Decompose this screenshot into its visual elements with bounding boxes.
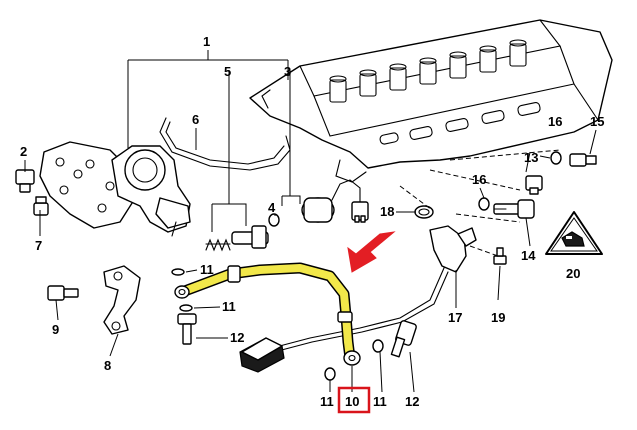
sealing-ring-part-11-top xyxy=(171,268,185,276)
callout-4: 4 xyxy=(268,200,276,215)
bolt-part-9 xyxy=(47,285,79,301)
oil-pipe-part-10 xyxy=(174,262,361,366)
sensor-cable-part-17 xyxy=(271,267,445,349)
o-ring-part-18 xyxy=(414,205,434,219)
callout-17: 17 xyxy=(448,310,462,325)
cylinder-head xyxy=(249,19,613,183)
pointer-arrow xyxy=(347,231,396,273)
spring-part-5 xyxy=(205,238,231,252)
callout-11-mid: 11 xyxy=(222,299,236,314)
callout-16-top: 16 xyxy=(548,114,562,129)
plug-part-13 xyxy=(525,175,543,195)
connector-plug xyxy=(239,337,285,373)
solenoid-valve-part-3 xyxy=(301,179,369,223)
vanos-warning-triangle-icon xyxy=(545,211,603,255)
highlight-box-part-10 xyxy=(337,386,371,414)
timing-cover-bracket xyxy=(39,141,135,229)
gasket-part-6 xyxy=(159,117,291,171)
sensor-part-14 xyxy=(493,199,535,219)
sensor-part-17 xyxy=(429,225,477,273)
callout-20: 20 xyxy=(566,266,580,281)
callout-13: 13 xyxy=(524,150,538,165)
callout-6: 6 xyxy=(192,112,199,127)
callout-12-left: 12 xyxy=(230,330,244,345)
callout-15: 15 xyxy=(590,114,604,129)
hollow-bolt-part-12-left xyxy=(177,313,197,345)
callout-12-right: 12 xyxy=(405,394,419,409)
callout-19: 19 xyxy=(491,310,505,325)
callout-numbers: 1 2 3 4 5 6 7 8 9 10 11 11 11 11 12 12 1… xyxy=(20,34,604,409)
bracket-part-8 xyxy=(103,265,141,335)
screw-plug-part-15 xyxy=(569,153,597,167)
hollow-bolt-part-12-right xyxy=(390,320,417,358)
bolt-part-2 xyxy=(15,169,35,193)
sealing-ring-part-11-low-right xyxy=(372,339,384,353)
gasket-part-16-bottom xyxy=(478,197,490,211)
callout-1: 1 xyxy=(203,34,210,49)
callout-2: 2 xyxy=(20,144,27,159)
gasket-part-16-top xyxy=(550,151,562,165)
callout-7: 7 xyxy=(35,238,42,253)
callout-16-bottom: 16 xyxy=(472,172,486,187)
leader-lines xyxy=(24,50,597,393)
callout-9: 9 xyxy=(52,322,59,337)
callout-11-low-left: 11 xyxy=(320,394,334,409)
callout-18: 18 xyxy=(380,204,394,219)
vanos-unit xyxy=(111,145,191,237)
callout-3: 3 xyxy=(284,64,291,79)
callout-5: 5 xyxy=(224,64,231,79)
screw-part-7 xyxy=(33,196,49,216)
callout-14: 14 xyxy=(521,248,536,263)
callout-11-low-right: 11 xyxy=(373,394,387,409)
bolt-part-19 xyxy=(493,247,507,265)
callout-11-top: 11 xyxy=(200,262,214,277)
callout-8: 8 xyxy=(104,358,111,373)
callout-10: 10 xyxy=(345,394,359,409)
sealing-ring-part-11-low-left xyxy=(324,367,336,381)
sealing-ring-part-4 xyxy=(268,213,280,227)
piston-part-5 xyxy=(231,225,269,249)
sealing-ring-part-11-mid xyxy=(179,304,193,312)
